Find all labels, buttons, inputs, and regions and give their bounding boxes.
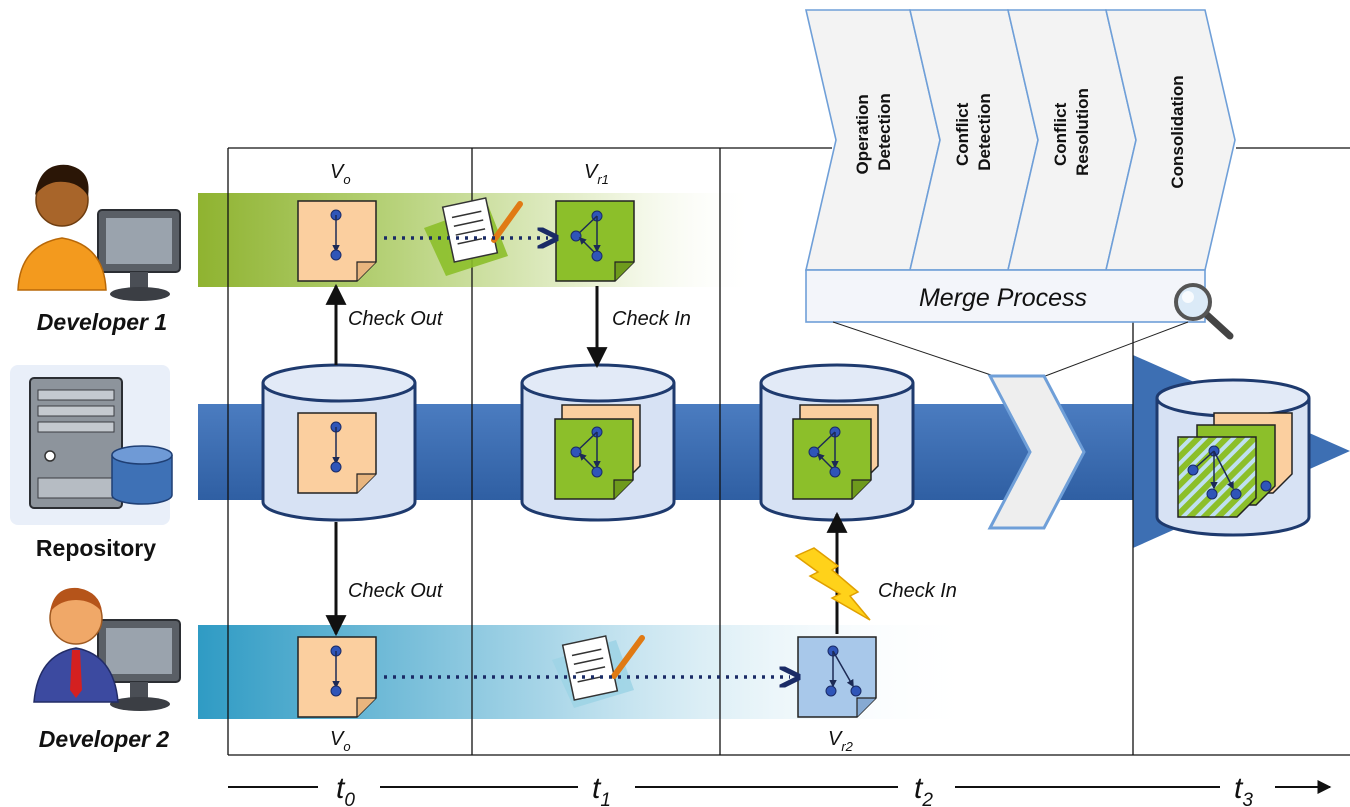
- dev2-original-version-label: Vo: [330, 728, 351, 754]
- repository-server-icon: [10, 365, 173, 525]
- dev1-original-version-label: Vo: [330, 161, 351, 187]
- developer2-icon: [33, 587, 181, 711]
- dev1-original-model-doc: [297, 200, 377, 282]
- merge-step-label-operation-detection: Operation Detection: [853, 89, 894, 174]
- dev2-check-out-label: Check Out: [348, 580, 444, 602]
- merge-step-label-conflict-detection: Conflict Detection: [953, 93, 994, 170]
- merge-step-label-consolidation: Consolidation: [1168, 75, 1187, 188]
- merge-zoom-line-left: [832, 321, 1001, 379]
- developer1-label: Developer 1: [37, 309, 167, 335]
- repository-label: Repository: [36, 535, 156, 561]
- merge-process-title-box: [805, 269, 1206, 323]
- magnifier-icon: [1174, 283, 1234, 340]
- dev2-revised-model-doc: [797, 636, 877, 718]
- dev2-check-in-label: Check In: [878, 580, 957, 602]
- merge-process-title: Merge Process: [919, 284, 1087, 312]
- dev1-revised-version-label: Vr1: [584, 161, 609, 187]
- timeline-label-t3: t3: [1234, 772, 1253, 807]
- repo-t0-model-doc: [297, 412, 377, 494]
- merge-zoom-line-right: [1039, 321, 1189, 379]
- dev1-check-in-label: Check In: [612, 308, 691, 330]
- repo-t2-model-docs: [792, 404, 879, 500]
- dev2-original-model-doc: [297, 636, 377, 718]
- timeline-label-t2: t2: [914, 772, 933, 807]
- developer2-label: Developer 2: [39, 726, 170, 752]
- merge-chevron-icon: [987, 374, 1086, 530]
- merge-process: Merge Process Operation Detection Confli…: [804, 9, 1236, 379]
- phase-grid: [227, 147, 1350, 756]
- timeline-label-t0: t0: [336, 772, 355, 807]
- dev1-revised-model-doc: [555, 200, 635, 282]
- dev2-edit-notepad-icon: [552, 635, 645, 708]
- dev1-check-out-label: Check Out: [348, 308, 444, 330]
- dev2-revised-version-label: Vr2: [828, 728, 854, 754]
- conflict-lightning-icon: [794, 547, 871, 621]
- merge-step-label-conflict-resolution: Conflict Resolution: [1051, 88, 1092, 176]
- dev1-edit-notepad-icon: [424, 197, 523, 276]
- repo-t1-model-docs: [554, 404, 641, 500]
- repo-t3-merged-model-docs: [1177, 412, 1293, 518]
- timeline-label-t1: t1: [592, 772, 611, 807]
- developer1-icon: [17, 164, 181, 301]
